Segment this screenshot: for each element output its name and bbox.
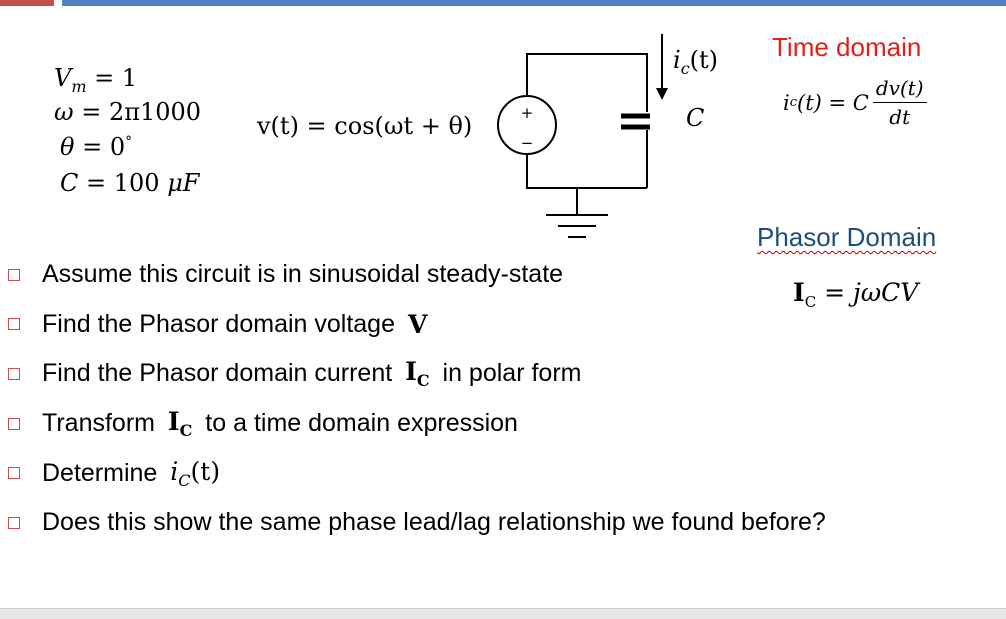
- source-minus-sign: −: [521, 134, 534, 152]
- source-expression: v(t) = cos(ωt + θ): [257, 112, 473, 140]
- bullet-square-icon: [8, 417, 20, 430]
- circuit-diagram: + −: [497, 53, 650, 238]
- capacitor-label: C: [686, 104, 705, 132]
- bullet-square-icon: [8, 318, 20, 331]
- bullet-square-icon: [8, 467, 20, 480]
- list-item: Determine iC(t): [8, 448, 826, 498]
- top-accent-bar-red: [0, 0, 54, 6]
- voltage-source-icon: [497, 95, 557, 155]
- list-item: Does this show the same phase lead/lag r…: [8, 498, 826, 548]
- bullet-square-icon: [8, 268, 20, 281]
- param-capacitance: C = 100 μF: [60, 169, 200, 197]
- list-item: Assume this circuit is in sinusoidal ste…: [8, 250, 826, 300]
- top-accent-bar-blue: [62, 0, 1006, 6]
- circuit-wire-bottom: [526, 154, 647, 189]
- bullet-list: Assume this circuit is in sinusoidal ste…: [8, 250, 826, 548]
- phasor-domain-title: Phasor Domain: [757, 222, 937, 252]
- current-arrow-icon: [656, 34, 668, 100]
- list-item: Find the Phasor domain current IC in pol…: [8, 349, 826, 399]
- time-domain-title: Time domain: [772, 32, 922, 62]
- derivative-fraction: dv(t) dt: [872, 76, 927, 129]
- bullet-square-icon: [8, 367, 20, 380]
- list-item: Find the Phasor domain voltage V: [8, 300, 826, 350]
- list-item: Transform IC to a time domain expression: [8, 399, 826, 449]
- circuit-wire-top: [526, 53, 648, 112]
- phasor-domain-equation: IC = jωCV: [793, 278, 919, 311]
- current-label: ic(t): [673, 46, 719, 78]
- source-plus-sign: +: [521, 104, 534, 122]
- param-vm: Vm = 1: [54, 64, 138, 96]
- param-theta: θ = 0°: [60, 133, 133, 161]
- bottom-bar: [0, 608, 1006, 619]
- bullet-square-icon: [8, 516, 20, 529]
- param-omega: ω = 2π1000: [54, 98, 202, 126]
